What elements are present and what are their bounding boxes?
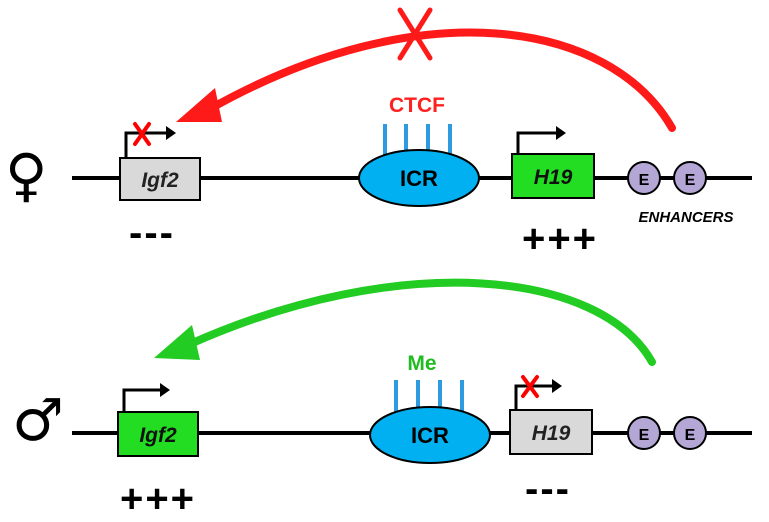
female-icr-label: ICR: [400, 166, 438, 191]
female-symbol: ♀: [5, 141, 47, 209]
female-block-x-icon: [397, 7, 433, 61]
female-enhancer-2: [673, 161, 707, 195]
female-igf2-expression: ---: [129, 211, 175, 255]
female-enhancer-2-label: E: [685, 172, 696, 189]
female-enhancer-arrowhead: [176, 88, 222, 122]
male-icr-ellipse: [369, 406, 491, 464]
female-igf2-promoter-arrow: [124, 126, 176, 158]
male-enhancer-2-label: E: [685, 427, 696, 444]
male-symbol: ♂: [12, 386, 64, 454]
female-igf2-block-x-icon: [133, 122, 151, 146]
male-enhancer-arrowhead: [154, 325, 200, 360]
male-enhancer-1-label: E: [639, 427, 650, 444]
male-h19-label: H19: [532, 422, 571, 445]
female-ctcf-label: CTCF: [389, 94, 445, 117]
male-allele: ♂ Igf2 +++ Me ICR H19: [12, 278, 752, 521]
female-allele: ♀ Igf2 --- CTCF ICR H19: [5, 7, 752, 261]
male-enhancer-2: [673, 416, 707, 450]
male-me-label: Me: [407, 352, 436, 375]
female-h19-label: H19: [534, 166, 573, 189]
male-h19-box: [509, 409, 593, 455]
female-icr-ellipse: [358, 149, 480, 207]
female-enhancer-1: [627, 161, 661, 195]
female-h19-promoter-arrow: [516, 126, 566, 154]
male-h19-promoter-arrow: [514, 379, 562, 410]
female-igf2-label: Igf2: [141, 169, 179, 192]
male-igf2-expression: +++: [120, 477, 196, 521]
female-enhancer-arrow: [204, 28, 676, 132]
male-enhancer-arrow: [184, 278, 656, 366]
female-enhancers-label: ENHANCERS: [638, 209, 733, 226]
male-igf2-box: [117, 411, 199, 457]
female-h19-expression: +++: [522, 217, 598, 261]
female-h19-box: [511, 153, 595, 199]
female-enhancer-1-label: E: [639, 172, 650, 189]
male-igf2-promoter-arrow: [122, 383, 170, 412]
male-h19-expression: ---: [525, 467, 571, 511]
male-igf2-label: Igf2: [139, 424, 177, 447]
female-igf2-box: [119, 157, 201, 201]
male-enhancer-1: [627, 416, 661, 450]
male-h19-block-x-icon: [521, 375, 539, 398]
male-icr-label: ICR: [411, 423, 449, 448]
